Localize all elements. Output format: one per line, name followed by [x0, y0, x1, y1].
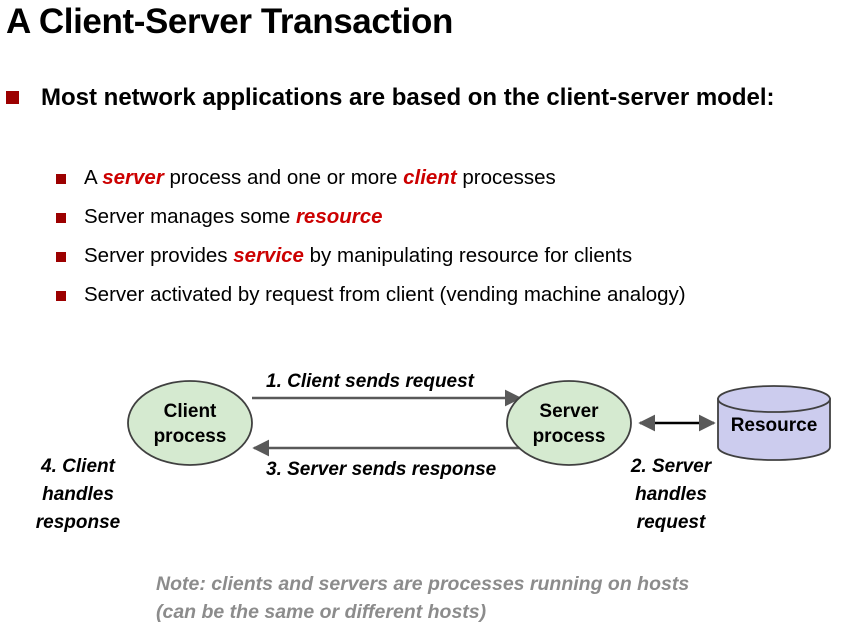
client-handles-note-line3: response — [36, 512, 121, 533]
level2-bullet-text: Server activated by request from client … — [84, 283, 686, 306]
bullet-square-icon — [56, 252, 66, 262]
bullet-square-icon — [56, 213, 66, 223]
server-handles-note-line2: handles — [635, 484, 707, 505]
level2-bullet-list: A server process and one or more client … — [56, 163, 844, 319]
bullet-square-icon — [6, 91, 19, 104]
emphasis-resource: resource — [295, 205, 383, 228]
client-process-label-line2: process — [154, 426, 227, 447]
footnote-line1: Note: clients and servers are processes … — [156, 573, 690, 595]
resource-cylinder-top — [717, 385, 831, 413]
server-process-label-line1: Server — [539, 401, 599, 422]
list-item: A server process and one or more client … — [56, 163, 844, 202]
resource-cylinder-body — [717, 398, 831, 461]
list-item: Server activated by request from client … — [56, 280, 844, 319]
emphasis-service: service — [233, 244, 304, 267]
response-arrow-label: 3. Server sends response — [266, 459, 497, 480]
server-handles-note-line3: request — [637, 512, 706, 533]
resource-label: Resource — [731, 415, 818, 436]
level2-bullet-text: A server process and one or more client … — [84, 166, 556, 189]
bullet-square-icon — [56, 174, 66, 184]
client-process-label-line1: Client — [164, 401, 217, 422]
emphasis-server: server — [102, 166, 164, 189]
emphasis-client: client — [403, 166, 457, 189]
resource-node[interactable]: Resource — [717, 385, 831, 461]
client-server-diagram: Client process Server process Resource 1… — [0, 355, 844, 555]
page-title: A Client-Server Transaction — [6, 2, 453, 41]
server-process-label-line2: process — [533, 426, 606, 447]
level2-bullet-text: Server manages some resource — [84, 205, 383, 228]
diagram-footnote: Note: clients and servers are processes … — [156, 570, 796, 626]
level2-bullet-text: Server provides service by manipulating … — [84, 244, 633, 267]
client-process-node[interactable] — [127, 380, 253, 466]
footnote-line2: (can be the same or different hosts) — [156, 601, 487, 623]
server-process-node[interactable] — [506, 380, 632, 466]
request-arrow-label: 1. Client sends request — [266, 371, 475, 392]
server-handles-note-line1: 2. Server — [630, 456, 713, 477]
level1-bullet: Most network applications are based on t… — [6, 80, 836, 116]
client-handles-note-line1: 4. Client — [40, 456, 116, 477]
list-item: Server provides service by manipulating … — [56, 241, 844, 280]
list-item: Server manages some resource — [56, 202, 844, 241]
bullet-square-icon — [56, 291, 66, 301]
level1-bullet-text: Most network applications are based on t… — [41, 84, 775, 111]
client-handles-note-line2: handles — [42, 484, 114, 505]
